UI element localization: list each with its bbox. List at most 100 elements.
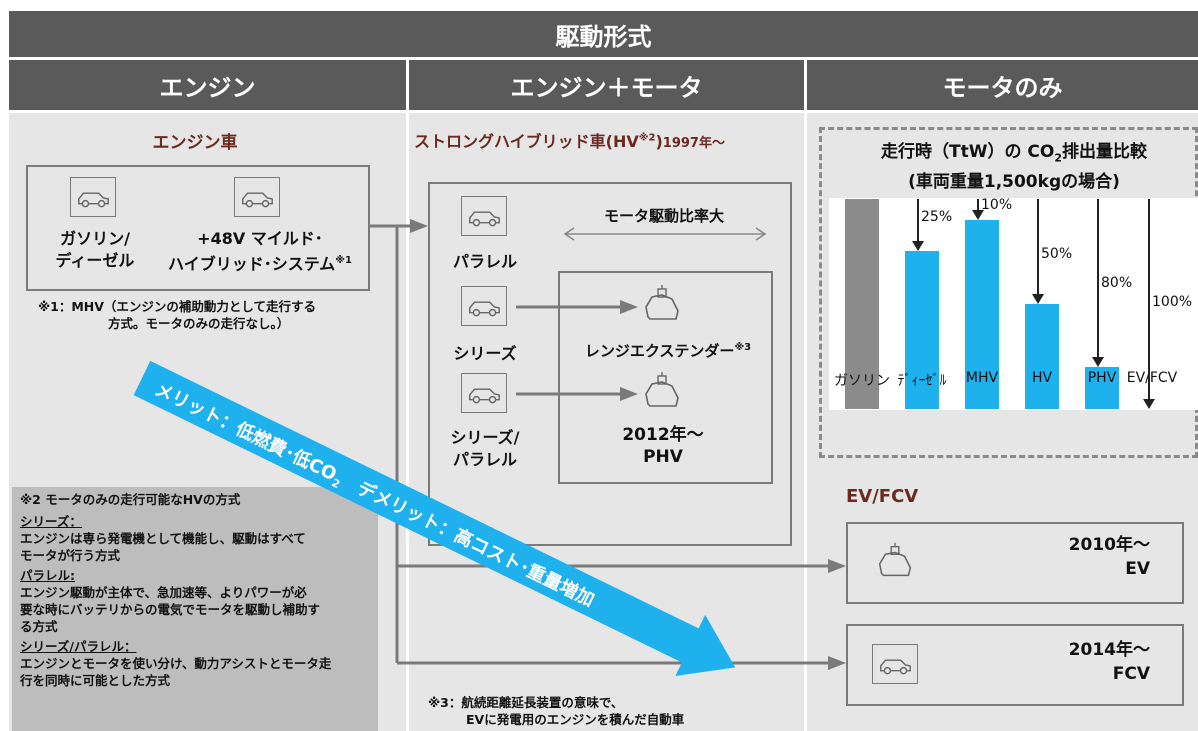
evfcv-title: EV/FCV: [846, 486, 919, 507]
chart-bar-4: [1085, 367, 1119, 409]
series-parallel-label: シリーズ/ パラレル: [430, 427, 540, 471]
note1: ※1：MHV（エンジンの補助動力として走行する 方式。モータのみの走行なし。）: [38, 298, 316, 332]
note2-parallel-line3: る方式: [20, 619, 58, 634]
series-label: シリーズ: [453, 344, 517, 363]
motor-ratio-label: モータ駆動比率大: [603, 207, 724, 225]
column-motor-label: モータのみ: [942, 73, 1063, 102]
chart-reduction-label-5: 100%: [1152, 293, 1193, 310]
fcv-name: FCV: [1112, 664, 1150, 684]
mild-hybrid-sup: ※1: [335, 255, 352, 266]
chart-category-label-2: MHV: [965, 370, 999, 386]
range-extender-label: レンジエクステンダー※3: [568, 340, 768, 361]
note3-line2: EVに発電用のエンジンを積んだ自動車: [466, 712, 685, 727]
chart-reduction-arrowhead-1: [912, 241, 924, 251]
chart-title-part1: 走行時（TtW）の CO: [881, 142, 1055, 162]
chart-title-sub: 2: [1054, 151, 1062, 165]
chart-category-label-0: ガソリン: [834, 373, 890, 389]
chart-reduction-arrowhead-3: [1032, 294, 1044, 304]
column-header-hybrid: エンジン＋モータ: [409, 60, 804, 110]
note2-sp-line1: エンジンとモータを使い分け、動力アシストとモータ走: [20, 656, 332, 671]
mild-hybrid-label-line2: ハイブリッド･システム※1: [160, 250, 360, 275]
mild-hybrid-car-icon: [234, 177, 280, 217]
chart-reduction-arrowhead-5: [1143, 399, 1155, 409]
range-extender-sup: ※3: [734, 342, 752, 353]
column-hybrid-label: エンジン＋モータ: [510, 73, 703, 102]
chart-bar-3: [1025, 304, 1059, 409]
ev-label: 2010年～ EV: [1010, 533, 1150, 581]
chart-reduction-arrowhead-2: [972, 210, 984, 220]
mild-hybrid-label: +48V マイルド･ ハイブリッド･システム※1: [160, 228, 360, 275]
fcv-car-icon: [872, 644, 918, 684]
note2-parallel-line1: エンジン駆動が主体で、急加速等、よりパワーが必: [20, 585, 307, 600]
note1-line1: ※1：MHV（エンジンの補助動力として走行する: [38, 299, 317, 314]
chart-bar-2: [965, 220, 999, 409]
chart-reduction-label-3: 50%: [1041, 246, 1073, 263]
engine-car-title: エンジン車: [152, 133, 238, 153]
column-header-engine: エンジン: [9, 60, 406, 110]
note3-line1: ※3：航続距離延長装置の意味で、: [428, 695, 624, 710]
phv-name: PHV: [643, 447, 683, 467]
note2-sp-line2: 行を同時に可能とした方式: [20, 673, 171, 688]
series-car-icon: [461, 286, 507, 326]
note2-box: [12, 487, 378, 731]
chart-reduction-label-1: 25%: [921, 209, 953, 226]
chart-title: 走行時（TtW）の CO2排出量比較 (車両重量1,500kgの場合): [830, 140, 1198, 194]
note2-sp-heading: シリーズ/パラレル：: [20, 639, 137, 654]
chart-reduction-arrowhead-4: [1092, 357, 1104, 367]
chart-category-label-1: ﾃﾞｨｰｾﾞﾙ: [897, 373, 947, 389]
gasoline-label-line1: ガソリン/: [60, 229, 130, 248]
note2-parallel-line2: 要な時にバッテリからの電気でモータを駆動し補助す: [20, 602, 321, 617]
ratio-double-arrow: [563, 227, 767, 241]
range-extender-ev-icon: [638, 283, 686, 327]
phv-ev-icon: [638, 370, 686, 414]
header-title: 駆動形式: [555, 22, 652, 51]
column-header-motor: モータのみ: [807, 60, 1198, 110]
gasoline-car-icon: [70, 177, 116, 217]
note1-line2: 方式。モータのみの走行なし。）: [108, 316, 290, 331]
note2-title: ※2 モータのみの走行可能なHVの方式: [20, 492, 241, 507]
parallel-label: パラレル: [452, 252, 517, 271]
note3: ※3：航続距離延長装置の意味で、 EVに発電用のエンジンを積んだ自動車: [428, 694, 684, 728]
series-parallel-car-icon: [461, 373, 507, 413]
hybrid-title-close: ): [655, 132, 663, 151]
chart-bar-0: [845, 199, 879, 409]
note2-series-heading: シリーズ：: [20, 514, 82, 529]
hybrid-title-main: ストロングハイブリッド車(HV: [414, 132, 639, 151]
header-bar: 駆動形式: [9, 11, 1198, 57]
range-extender-text: レンジエクステンダー: [584, 342, 735, 360]
chart-reduction-label-4: 80%: [1101, 274, 1133, 291]
fcv-year: 2014年～: [1068, 640, 1150, 660]
gasoline-label: ガソリン/ ディーゼル: [40, 228, 150, 272]
chart-reduction-arrow-1: [917, 199, 919, 243]
mild-hybrid-text: ハイブリッド･システム: [168, 254, 336, 274]
hybrid-car-title: ストロングハイブリッド車(HV※2)1997年～: [414, 128, 725, 152]
chart-reduction-arrow-5: [1148, 199, 1150, 401]
gasoline-label-line2: ディーゼル: [55, 251, 135, 270]
ev-year: 2010年～: [1068, 535, 1150, 555]
ev-name: EV: [1125, 559, 1150, 579]
mild-hybrid-label-line1: +48V マイルド･: [197, 229, 323, 248]
chart-title-line2: (車両重量1,500kgの場合): [908, 172, 1120, 193]
chart-category-label-4: PHV: [1087, 370, 1117, 386]
parallel-car-icon: [461, 196, 507, 236]
fcv-label: 2014年～ FCV: [1010, 638, 1150, 686]
series-parallel-line1: シリーズ/: [450, 428, 520, 447]
phv-year: 2012年～: [622, 425, 704, 445]
series-parallel-line2: パラレル: [452, 450, 517, 469]
chart-reduction-arrow-4: [1097, 199, 1099, 359]
phv-label: 2012年～ PHV: [598, 424, 728, 468]
chart-title-part2: 排出量比較: [1061, 142, 1147, 162]
chart-plot-area: [829, 198, 1198, 410]
chart-reduction-label-2: 10%: [981, 196, 1013, 213]
hybrid-title-year: 1997年～: [662, 136, 725, 151]
ev-icon: [872, 540, 918, 584]
note2-series-line1: エンジンは専ら発電機として機能し、駆動はすべて: [20, 531, 306, 546]
chart-category-label-3: HV: [1031, 370, 1053, 386]
chart-category-label-5: EV/FCV: [1126, 370, 1178, 386]
note2-parallel-heading: パラレル:: [20, 568, 75, 583]
chart-title-line1: 走行時（TtW）の CO2排出量比較: [830, 140, 1198, 170]
note2-text: ※2 モータのみの走行可能なHVの方式 シリーズ： エンジンは専ら発電機として機…: [20, 491, 331, 689]
chart-reduction-arrow-2: [977, 199, 979, 212]
